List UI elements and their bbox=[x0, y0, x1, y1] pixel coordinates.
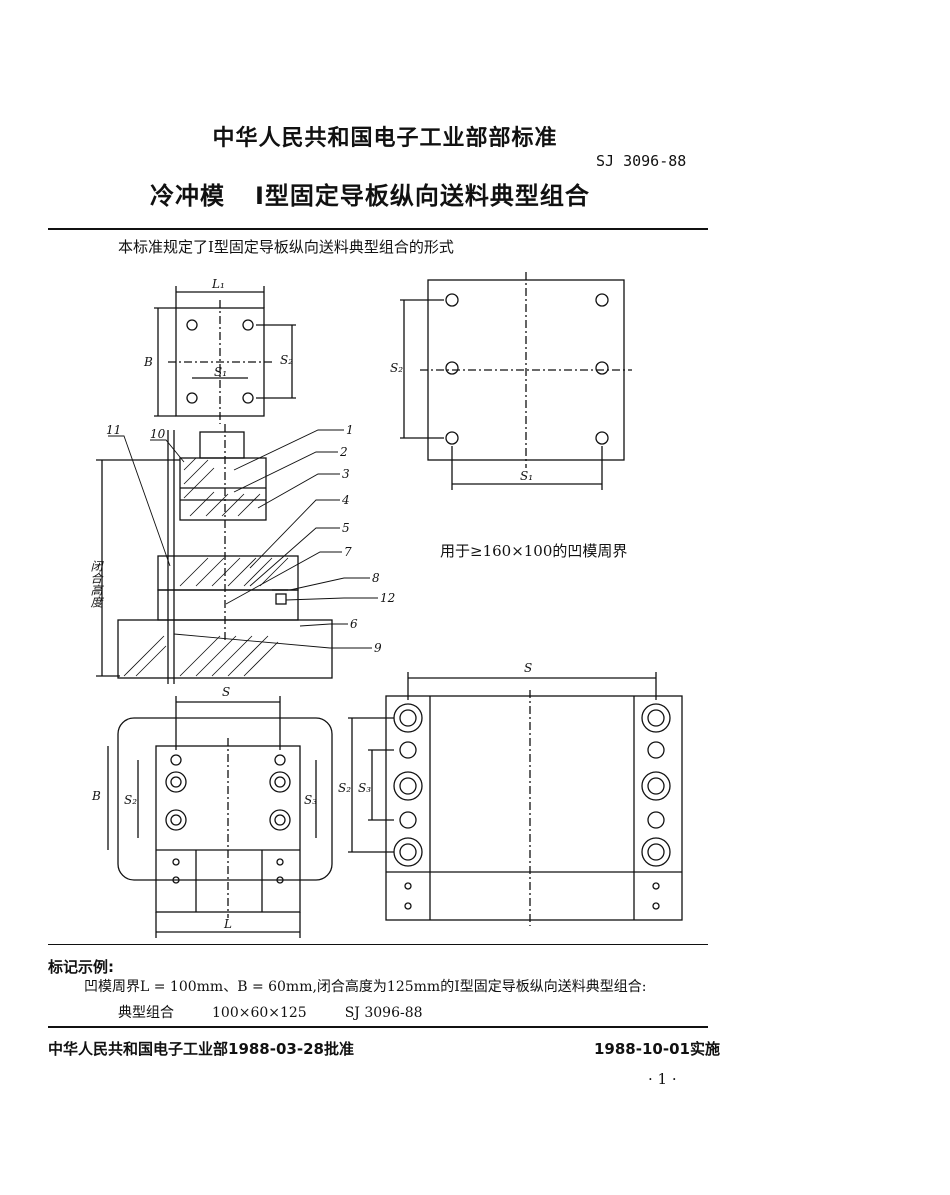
label-S-bottom-right: S bbox=[524, 661, 532, 675]
footer-rule bbox=[48, 1026, 708, 1028]
part-12: 12 bbox=[380, 591, 395, 605]
label-S3-bottom-right: S₃ bbox=[358, 781, 371, 795]
part-3: 3 bbox=[342, 467, 350, 481]
approval-date: 中华人民共和国电子工业部1988-03-28批准 bbox=[48, 1040, 354, 1058]
section-rule bbox=[48, 944, 708, 945]
standard-code: SJ 3096-88 bbox=[596, 152, 687, 170]
label-S3-bottom-left: S₃ bbox=[304, 793, 317, 807]
scope-text: 本标准规定了Ⅰ型固定导板纵向送料典型组合的形式 bbox=[118, 238, 454, 256]
example-standard: SJ 3096-88 bbox=[344, 1005, 423, 1021]
part-9: 9 bbox=[374, 641, 382, 655]
label-S1-top-right: S₁ bbox=[520, 469, 533, 483]
label-S1-top-left: S₁ bbox=[214, 365, 227, 379]
part-leaders bbox=[108, 429, 378, 649]
example-designation: 典型组合 bbox=[118, 1005, 174, 1021]
label-S2-bottom-right: S₂ bbox=[338, 781, 351, 795]
title-part-b: Ⅰ型固定导板纵向送料典型组合 bbox=[255, 182, 590, 210]
example-dimensions: 100×60×125 bbox=[212, 1005, 307, 1021]
top-right-plan-view bbox=[400, 272, 632, 490]
document-title: 冷冲模 Ⅰ型固定导板纵向送料典型组合 bbox=[150, 176, 590, 211]
figure-caption: 用于≥160×100的凹模周界 bbox=[440, 542, 628, 560]
label-closed-height: 闭合高度 bbox=[88, 560, 103, 608]
part-7: 7 bbox=[344, 545, 352, 559]
section-view bbox=[96, 424, 333, 684]
label-B-top: B bbox=[143, 355, 153, 369]
bottom-right-plan-view bbox=[348, 672, 683, 926]
label-S2-top-left: S₂ bbox=[280, 353, 293, 367]
example-line-2: 典型组合 100×60×125 SJ 3096-88 bbox=[118, 1002, 461, 1022]
part-10: 10 bbox=[150, 427, 166, 441]
label-L-bottom: L bbox=[223, 917, 232, 931]
effective-date: 1988-10-01实施 bbox=[594, 1040, 720, 1058]
label-S2-bottom-left: S₂ bbox=[124, 793, 137, 807]
header-rule bbox=[48, 228, 708, 230]
label-S2-top-right: S₂ bbox=[390, 361, 403, 375]
part-2: 2 bbox=[339, 445, 348, 459]
part-6: 6 bbox=[350, 617, 358, 631]
top-left-plan-view bbox=[154, 286, 296, 424]
issuer-heading: 中华人民共和国电子工业部部标准 bbox=[212, 126, 558, 151]
example-line-1: 凹模周界L = 100mm、B = 60mm,闭合高度为125mm的Ⅰ型固定导板… bbox=[84, 979, 647, 995]
title-part-a: 冷冲模 bbox=[150, 182, 225, 210]
bottom-left-plan-view bbox=[107, 696, 333, 938]
label-B-bottom: B bbox=[91, 789, 101, 803]
part-5: 5 bbox=[342, 521, 350, 535]
part-1: 1 bbox=[346, 423, 354, 437]
part-4: 4 bbox=[341, 493, 350, 507]
example-heading: 标记示例: bbox=[48, 958, 114, 976]
page-number: · 1 · bbox=[648, 1070, 677, 1088]
part-11: 11 bbox=[106, 423, 121, 437]
label-L1: L₁ bbox=[211, 277, 225, 291]
section-hatching bbox=[123, 457, 289, 677]
label-S-bottom-left: S bbox=[222, 685, 230, 699]
part-8: 8 bbox=[372, 571, 380, 585]
